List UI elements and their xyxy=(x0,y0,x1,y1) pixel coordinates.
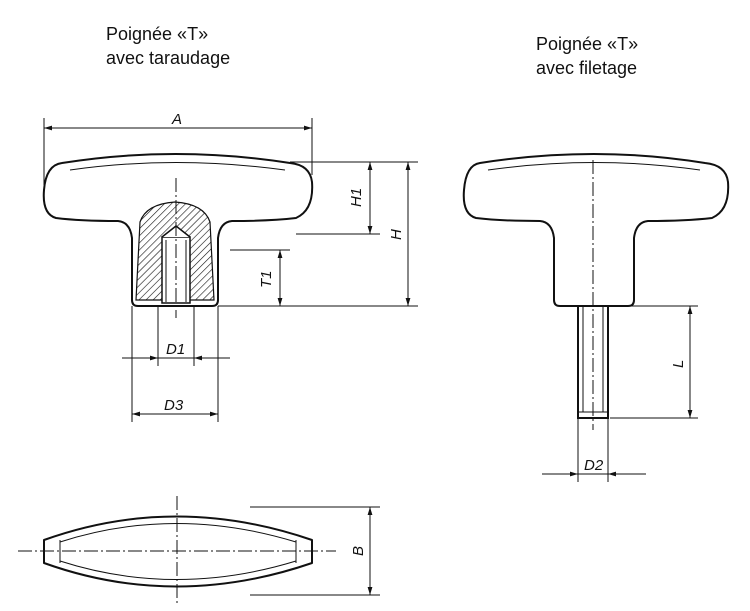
tapped-handle-inner-line xyxy=(69,162,286,171)
threaded-handle-outline xyxy=(462,153,730,307)
caption-tapped-line1: Poignée «T» xyxy=(106,24,209,44)
threaded-handle-view: L D2 xyxy=(462,153,730,482)
caption-tapped: Poignée «T» avec taraudage xyxy=(106,22,230,70)
dim-L-label: L xyxy=(670,360,687,368)
dim-B-label: B xyxy=(350,546,367,556)
dim-H1-label: H1 xyxy=(348,188,365,207)
caption-threaded: Poignée «T» avec filetage xyxy=(536,32,638,80)
dim-D1-label: D1 xyxy=(166,341,185,358)
dim-T1-label: T1 xyxy=(258,270,275,288)
caption-tapped-line2: avec taraudage xyxy=(106,48,231,68)
top-view: B xyxy=(18,496,380,606)
dim-H-label: H xyxy=(388,229,405,240)
tapped-handle-outline xyxy=(42,153,314,307)
top-view-outline xyxy=(43,515,313,588)
dim-D2-label: D2 xyxy=(584,457,604,474)
tapped-handle-view: A H1 H T1 D1 D3 xyxy=(42,111,418,422)
dim-D3-label: D3 xyxy=(164,397,184,414)
caption-threaded-line1: Poignée «T» xyxy=(536,34,639,54)
dim-A-label: A xyxy=(171,111,182,128)
caption-threaded-line2: avec filetage xyxy=(536,58,638,78)
